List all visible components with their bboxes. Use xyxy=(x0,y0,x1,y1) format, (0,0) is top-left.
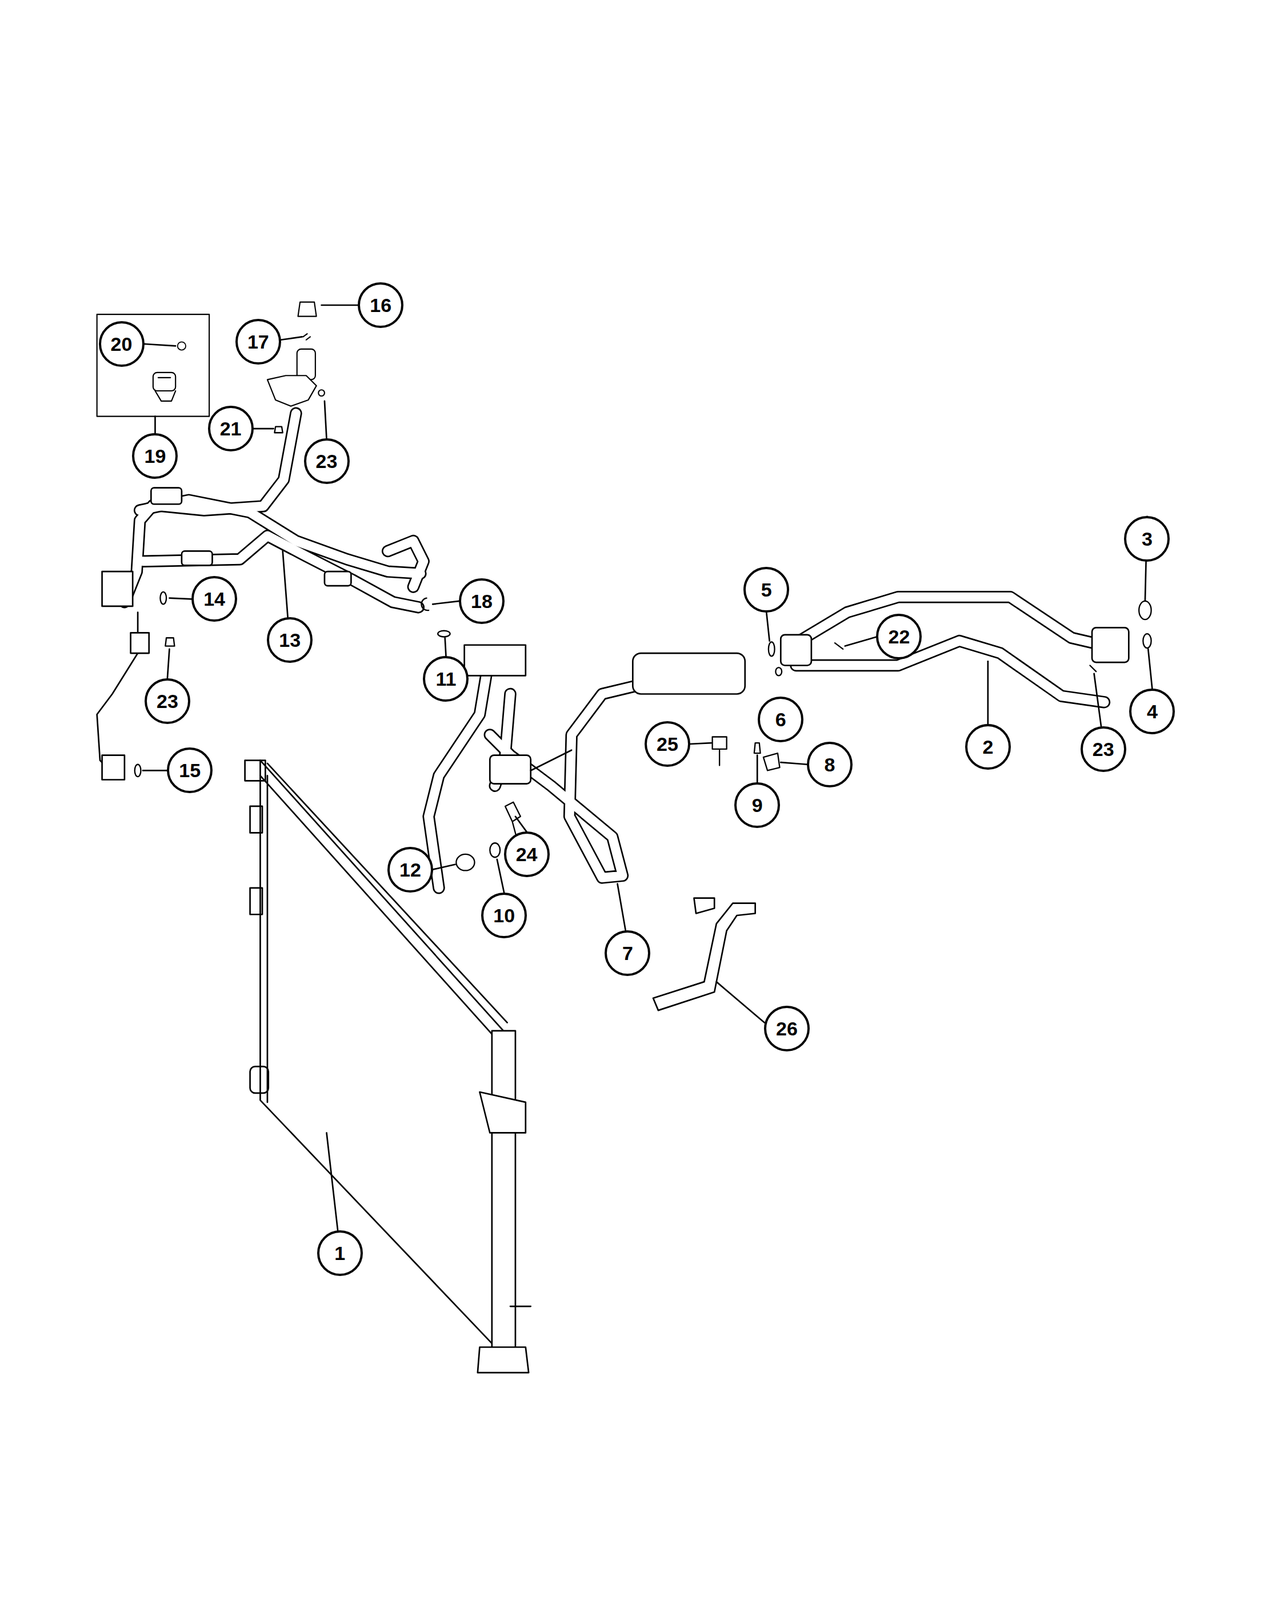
callout-number: 24 xyxy=(516,844,538,864)
condenser xyxy=(245,760,531,1374)
callout-number: 16 xyxy=(369,295,392,315)
callout-number: 3 xyxy=(1141,529,1153,549)
callout-circle: 1 xyxy=(317,1230,363,1276)
callout-circle: 23 xyxy=(1080,726,1127,772)
callout-number: 1 xyxy=(334,1243,346,1263)
callout-circle: 4 xyxy=(1129,688,1175,735)
callout-number: 2 xyxy=(982,737,994,757)
callout-circle: 20 xyxy=(98,321,145,367)
callout-circle: 15 xyxy=(166,747,213,794)
callout-number: 15 xyxy=(178,760,201,780)
callout-number: 22 xyxy=(888,626,911,647)
callout-number: 17 xyxy=(247,332,270,352)
callout-number: 21 xyxy=(220,418,242,439)
callout-circle: 23 xyxy=(304,438,350,484)
callout-circle: 25 xyxy=(644,721,691,767)
callout-number: 10 xyxy=(493,905,515,926)
callout-circle: 9 xyxy=(734,782,780,828)
callout-number: 13 xyxy=(278,630,301,650)
callout-circle: 23 xyxy=(144,678,191,724)
leader-lines xyxy=(142,305,1152,1231)
callout-circle: 22 xyxy=(876,613,922,660)
callout-number: 20 xyxy=(110,334,133,354)
callout-number: 23 xyxy=(316,451,338,471)
callout-circle: 2 xyxy=(965,724,1011,770)
callout-circle: 10 xyxy=(481,892,527,939)
callout-circle: 21 xyxy=(208,405,254,452)
callout-circle: 14 xyxy=(191,576,238,622)
callout-circle: 24 xyxy=(504,831,550,878)
callout-number: 25 xyxy=(656,734,679,754)
callout-circle: 19 xyxy=(132,433,178,479)
callout-number: 9 xyxy=(752,795,763,815)
callout-number: 26 xyxy=(776,1018,798,1039)
callout-circle: 26 xyxy=(764,1005,810,1052)
callout-circle: 5 xyxy=(743,566,790,613)
callout-circle: 12 xyxy=(387,846,434,893)
callout-circle: 3 xyxy=(1124,516,1170,562)
callout-number: 12 xyxy=(399,860,422,880)
callout-circle: 18 xyxy=(458,578,505,624)
callout-number: 23 xyxy=(156,691,179,711)
callout-number: 8 xyxy=(824,754,836,775)
callout-circle: 8 xyxy=(806,741,853,788)
callout-circle: 11 xyxy=(422,656,469,702)
callout-number: 7 xyxy=(622,943,634,963)
callout-circle: 7 xyxy=(604,930,651,976)
callout-circle: 6 xyxy=(757,696,804,743)
kit-box xyxy=(97,314,210,417)
callout-number: 6 xyxy=(775,709,787,730)
callout-circle: 17 xyxy=(235,318,282,365)
callout-number: 14 xyxy=(203,589,226,609)
pressure-switch xyxy=(153,372,176,402)
callout-number: 4 xyxy=(1146,701,1158,722)
callout-circle: 13 xyxy=(266,617,313,663)
callout-number: 23 xyxy=(1092,739,1115,759)
callout-circle: 16 xyxy=(357,282,404,328)
callout-number: 19 xyxy=(144,446,167,466)
callout-number: 5 xyxy=(761,580,772,600)
callout-number: 11 xyxy=(435,669,456,689)
hose-assembly xyxy=(97,413,1152,1011)
callout-number: 18 xyxy=(470,591,493,611)
